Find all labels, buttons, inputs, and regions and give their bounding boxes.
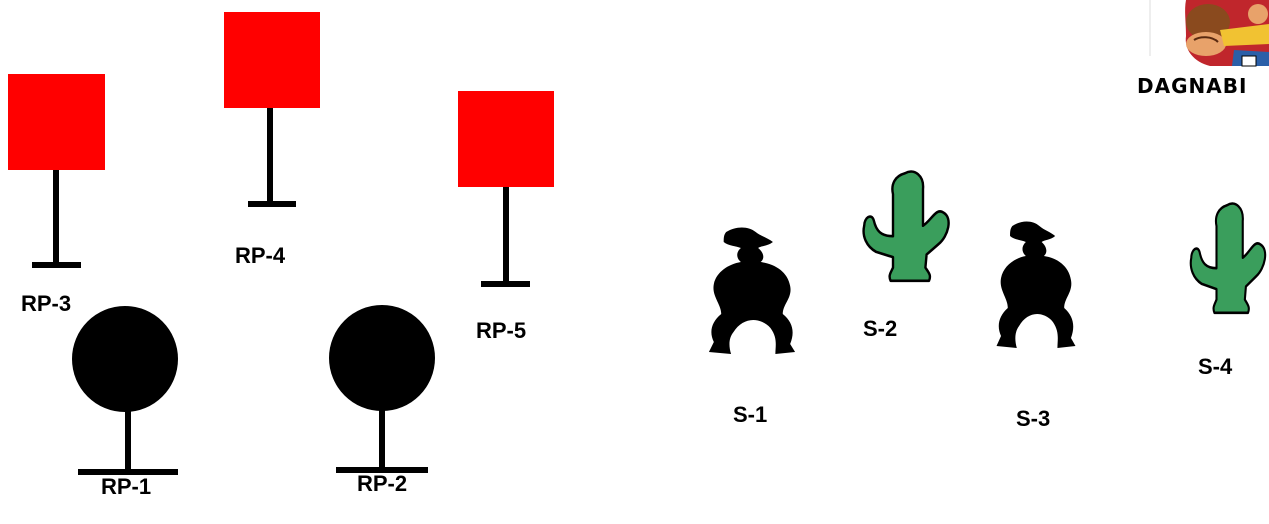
logo-text: DAGNABI [1137,74,1248,98]
s-4-label: S-4 [1198,354,1233,379]
cowboy-character-icon [1149,0,1269,67]
s-2-cactus-icon [862,170,950,283]
s-3-label: S-3 [1016,406,1051,431]
rp-4-label: RP-4 [235,243,286,268]
rp-1-round-plate [72,306,178,412]
rp-5-label: RP-5 [476,318,527,343]
rp-3-square-plate [8,74,105,170]
s-3-gunman-silhouette-icon [996,221,1076,348]
rp-2-label: RP-2 [357,471,408,496]
s-1-gunman-silhouette-icon [708,227,796,354]
rp-5-square-plate [458,91,554,187]
rp-4-square-plate [224,12,320,108]
s-1-label: S-1 [733,402,768,427]
s-4-cactus-icon [1189,202,1267,315]
rp-3-label: RP-3 [21,291,72,316]
s-2-label: S-2 [863,316,898,341]
rp-1-label: RP-1 [101,474,152,499]
rp-2-round-plate [329,305,435,411]
